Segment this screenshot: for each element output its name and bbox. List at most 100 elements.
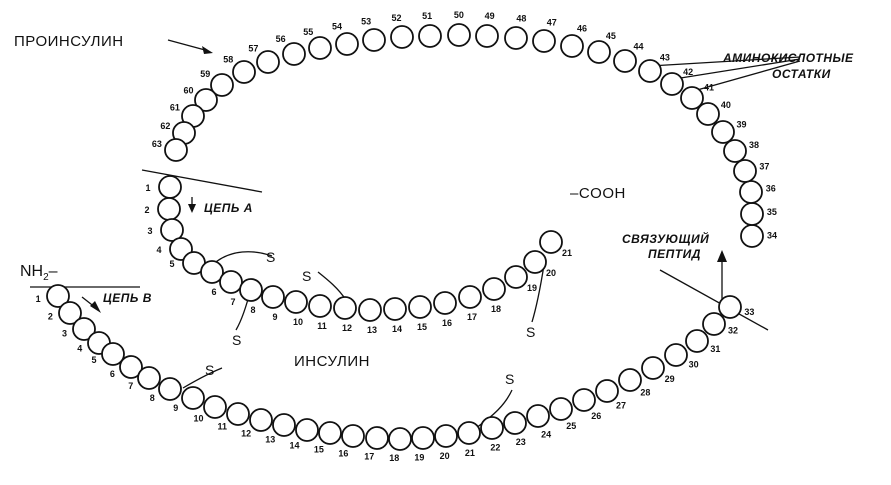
residue-number: 16 [338, 449, 348, 459]
residue-number: 50 [454, 10, 464, 20]
residue-number: 14 [392, 324, 402, 334]
connecting-arrowhead [717, 250, 727, 262]
residue-bead-b-8 [158, 377, 182, 401]
amino-acid-residues-label-line2: ОСТАТКИ [772, 67, 831, 81]
nh2-dash: – [49, 263, 58, 280]
residue-bead-a-9 [261, 285, 285, 309]
residue-number: 62 [160, 121, 170, 131]
residue-bead-b-21 [457, 421, 481, 445]
residue-bead-c-42 [660, 72, 684, 96]
residue-number: 38 [749, 140, 759, 150]
sulfur-label: S [505, 371, 514, 387]
residue-bead-b-23 [503, 411, 527, 435]
residue-number: 23 [516, 437, 526, 447]
disulfide-line-a20-b19 [475, 264, 545, 429]
residue-bead-b-22 [480, 416, 504, 440]
residue-bead-c-48 [504, 26, 528, 50]
sulfur-label: S [302, 268, 311, 284]
residue-number: 24 [541, 429, 551, 439]
residue-bead-c-37 [733, 159, 757, 183]
sulfur-label: S [205, 362, 214, 378]
residue-bead-c-43 [638, 59, 662, 83]
residue-number: 7 [230, 297, 235, 307]
residue-number: 56 [276, 34, 286, 44]
chain-b-label: ЦЕПЬ В [103, 291, 152, 305]
residue-bead-b-24 [526, 404, 550, 428]
residue-bead-c-50 [447, 23, 471, 47]
residue-bead-b-16 [341, 424, 365, 448]
residue-number: 3 [147, 226, 152, 236]
residue-number: 2 [144, 205, 149, 215]
residue-bead-c-53 [362, 28, 386, 52]
residue-number: 61 [170, 103, 180, 113]
residue-bead-c-54 [335, 32, 359, 56]
residue-bead-c-59 [210, 73, 234, 97]
residue-bead-b-11 [226, 402, 250, 426]
residue-number: 21 [465, 448, 475, 458]
residue-bead-a-14 [383, 297, 407, 321]
residue-number: 22 [490, 443, 500, 453]
residue-number: 44 [634, 41, 644, 51]
proinsulin-label: ПРОИНСУЛИН [14, 33, 124, 50]
residue-bead-a-7 [219, 270, 243, 294]
residue-bead-a-3 [160, 218, 184, 242]
residue-number: 20 [546, 268, 556, 278]
residue-bead-b-28 [618, 368, 642, 392]
residue-number: 29 [665, 374, 675, 384]
residue-number: 15 [314, 445, 324, 455]
residue-bead-a-8 [239, 278, 263, 302]
residue-bead-a-17 [458, 285, 482, 309]
residue-bead-c-55 [308, 36, 332, 60]
residue-number: 11 [317, 321, 327, 331]
residue-number: 51 [422, 11, 432, 21]
sulfur-label: S [232, 332, 241, 348]
sulfur-label: S [266, 249, 275, 265]
residue-number: 42 [683, 67, 693, 77]
amino-pointer-42 [649, 56, 801, 67]
residue-bead-c-47 [532, 29, 556, 53]
residue-number: 12 [241, 428, 251, 438]
residue-bead-b-20 [434, 424, 458, 448]
residue-bead-a-16 [433, 291, 457, 315]
residue-number: 5 [91, 355, 96, 365]
residue-bead-a-18 [482, 277, 506, 301]
cleavage-line-b [659, 269, 769, 331]
residue-number: 59 [200, 69, 210, 79]
residue-number: 8 [250, 305, 255, 315]
residue-number: 3 [62, 329, 67, 339]
residue-number: 19 [527, 283, 537, 293]
residue-bead-b-9 [181, 386, 205, 410]
residue-bead-c-46 [560, 34, 584, 58]
residue-bead-c-31 [685, 329, 709, 353]
residue-bead-a-12 [333, 296, 357, 320]
residue-bead-c-33 [718, 295, 742, 319]
residue-number: 32 [728, 325, 738, 335]
residue-bead-a-13 [358, 298, 382, 322]
residue-number: 63 [152, 139, 162, 149]
residue-bead-a-19 [504, 265, 528, 289]
cleavage-line-a [141, 169, 263, 193]
residue-number: 6 [110, 369, 115, 379]
residue-number: 15 [417, 322, 427, 332]
residue-bead-c-40 [696, 102, 720, 126]
residue-bead-b-5 [101, 342, 125, 366]
residue-bead-c-49 [475, 24, 499, 48]
residue-number: 57 [248, 43, 258, 53]
nh2-subscript: 2 [43, 272, 49, 283]
residue-number: 49 [485, 11, 495, 21]
connecting-peptide-label-line1: СВЯЗУЮЩИЙ [622, 230, 709, 246]
residue-number: 10 [293, 317, 303, 327]
nh2-text: NH [20, 263, 43, 280]
residue-number: 18 [491, 304, 501, 314]
chain-b-arrowhead [90, 301, 101, 313]
residue-bead-c-63 [164, 138, 188, 162]
chain-a-label: ЦЕПЬ А [204, 201, 253, 215]
residue-number: 21 [562, 248, 572, 258]
residue-bead-b-2 [58, 301, 82, 325]
residue-bead-b-6 [119, 355, 143, 379]
residue-bead-a-2 [157, 197, 181, 221]
residue-number: 45 [606, 31, 616, 41]
connecting-peptide-label-line2: ПЕПТИД [648, 247, 701, 261]
residue-number: 10 [193, 413, 203, 423]
